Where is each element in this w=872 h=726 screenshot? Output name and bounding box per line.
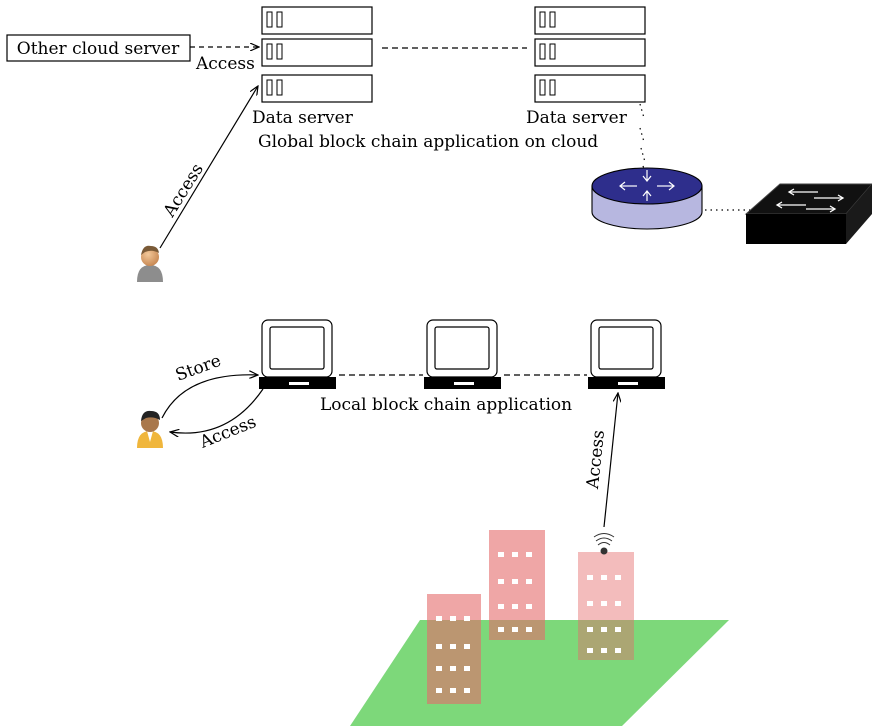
store-arrow	[161, 375, 258, 419]
user-cloud-access-label: Access	[159, 160, 208, 221]
wifi-antenna-icon	[593, 533, 615, 555]
computer-icon-2	[424, 319, 501, 389]
data-server-left-label: Data server	[252, 108, 354, 128]
local-access-arrow	[170, 388, 264, 433]
iot-access-arrow	[603, 393, 618, 528]
router-icon	[591, 167, 703, 230]
other-cloud-server: Other cloud server	[6, 34, 191, 62]
computer-icon-1	[259, 319, 336, 389]
server-router-link	[639, 103, 647, 175]
switch-icon	[744, 183, 872, 244]
iot-access-label: Access	[583, 429, 609, 491]
data-server-right-label: Data server	[526, 108, 628, 128]
data-server-left	[261, 6, 373, 103]
other-cloud-server-label: Other cloud server	[17, 39, 180, 59]
smart-city-illustration	[350, 530, 729, 726]
user-local-icon	[137, 410, 163, 448]
data-server-right	[534, 6, 646, 103]
store-label: Store	[173, 351, 224, 386]
other-cloud-access-label: Access	[195, 54, 255, 74]
user-cloud-access-arrow	[159, 86, 258, 249]
local-app-label: Local block chain application	[320, 395, 572, 415]
computer-icon-3	[588, 319, 665, 389]
local-access-label: Access	[196, 412, 259, 453]
global-app-label: Global block chain application on cloud	[258, 132, 598, 152]
building-middle	[489, 530, 545, 640]
user-cloud-icon	[137, 245, 163, 282]
